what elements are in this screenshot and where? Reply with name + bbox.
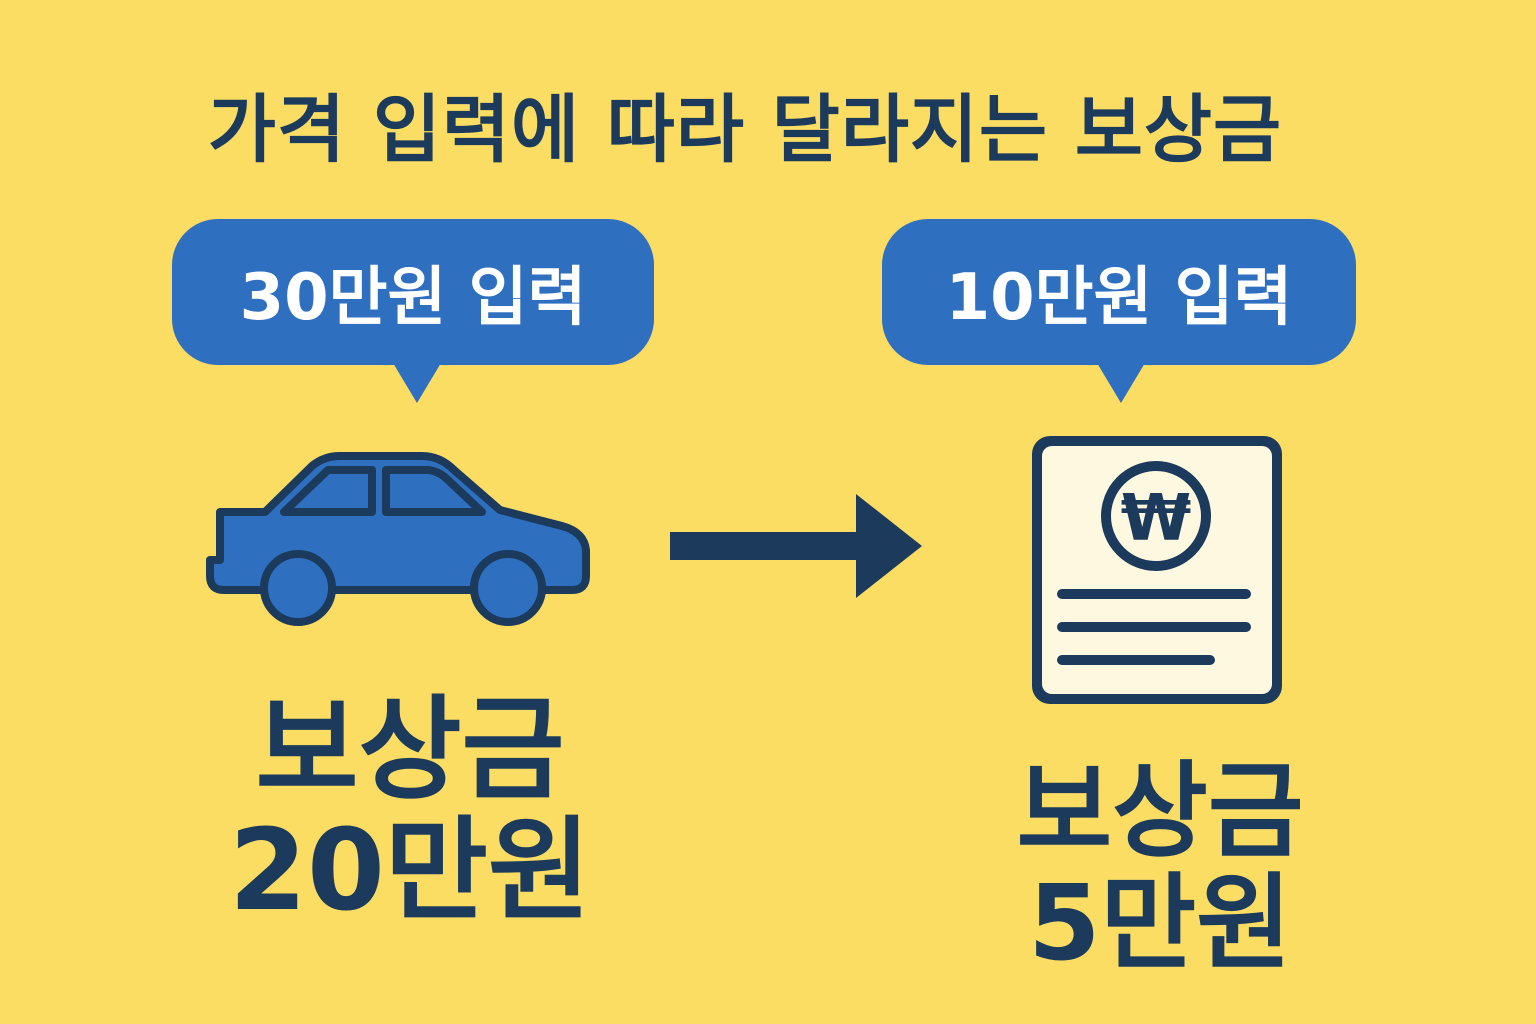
left-reward-label: 보상금 bbox=[255, 685, 565, 815]
right-price-bubble: 10만원 입력 bbox=[882, 219, 1356, 365]
left-reward-amount: 20만원 bbox=[229, 805, 591, 936]
right-price-label: 10만원 입력 bbox=[945, 261, 1293, 335]
right-reward-amount: 5만원 bbox=[1028, 862, 1292, 985]
left-price-label: 30만원 입력 bbox=[239, 261, 587, 335]
page-title: 가격 입력에 따라 달라지는 보상금 bbox=[207, 87, 1283, 173]
won-symbol: ₩ bbox=[1121, 482, 1192, 556]
car-icon bbox=[206, 452, 590, 626]
right-bubble-tail bbox=[1097, 363, 1145, 403]
right-reward-label: 보상금 bbox=[1016, 750, 1304, 872]
left-reward: 보상금 20만원 bbox=[180, 690, 640, 932]
won-document-icon: ₩ bbox=[1032, 436, 1282, 704]
arrow-right-icon bbox=[670, 494, 922, 598]
left-bubble-tail bbox=[393, 363, 441, 403]
left-price-bubble: 30만원 입력 bbox=[172, 219, 654, 365]
right-reward: 보상금 5만원 bbox=[930, 755, 1390, 980]
